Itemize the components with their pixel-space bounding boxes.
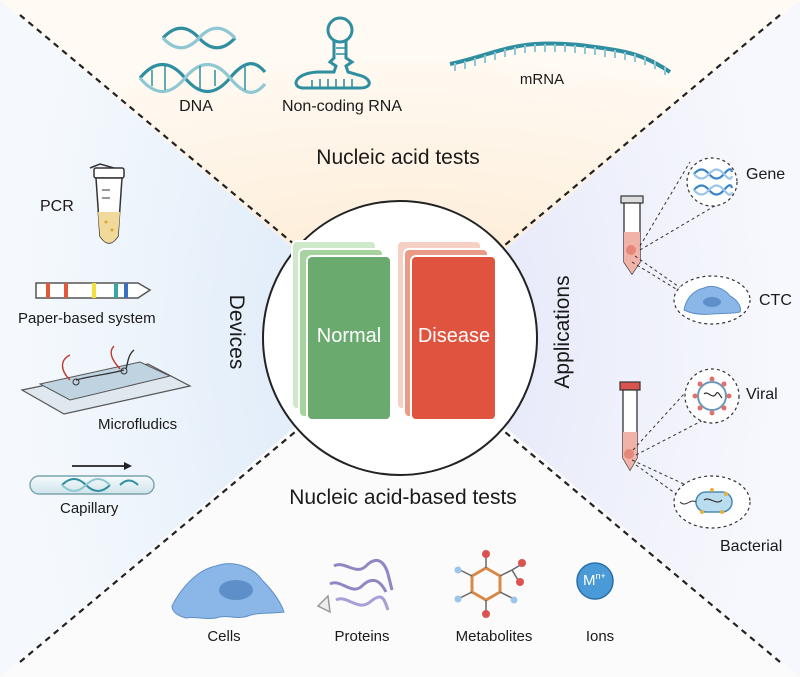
- dna-helix-icon: [138, 26, 267, 94]
- dashed-dividers: [19, 14, 781, 663]
- non-coding-rna-label: Non-coding RNA: [281, 98, 403, 115]
- normal-label: Normal: [316, 325, 382, 347]
- nucleic-acid-based-tests-title: Nucleic acid-based tests: [289, 486, 517, 509]
- disease-label: Disease: [417, 325, 491, 347]
- capillary-icon: [29, 462, 155, 495]
- applications-title: Applications: [551, 275, 574, 389]
- capillary-label: Capillary: [60, 500, 119, 517]
- ctc-cell-icon: [673, 275, 751, 325]
- cells-label: Cells: [207, 628, 241, 645]
- paper-based-system-label: Paper-based system: [18, 310, 156, 327]
- nucleic-acid-tests-title: Nucleic acid tests: [316, 146, 480, 169]
- metabolite-icon: [454, 550, 526, 618]
- viral-label: Viral: [746, 386, 778, 403]
- normal-cards: [291, 240, 392, 421]
- hairpin-rna-icon: [294, 16, 371, 90]
- ion-symbol-text: Mn+: [583, 571, 606, 589]
- bacterium-icon: [673, 475, 751, 529]
- gene-label: Gene: [746, 166, 786, 183]
- proteins-label: Proteins: [334, 628, 390, 645]
- disease-cards: [396, 240, 497, 421]
- bacterial-label: Bacterial: [720, 538, 783, 555]
- protein-icon: [316, 558, 394, 614]
- cell-icon: [171, 563, 285, 620]
- mrna-strand-icon: [449, 41, 672, 75]
- ctc-label: CTC: [759, 292, 792, 309]
- pcr-label: PCR: [40, 198, 74, 215]
- mrna-label: mRNA: [519, 71, 565, 88]
- metabolites-label: Metabolites: [455, 628, 533, 645]
- pcr-tube-icon: [89, 163, 125, 244]
- microfludics-label: Microfludics: [98, 416, 178, 433]
- gene-icon: [686, 157, 738, 207]
- microfluidic-chip-icon: [20, 345, 192, 415]
- ions-label: Ions: [585, 628, 615, 645]
- devices-title: Devices: [225, 294, 248, 370]
- paper-strip-icon: [35, 282, 152, 299]
- virus-icon: [684, 368, 740, 424]
- ion-icon: [576, 562, 614, 600]
- dna-label: DNA: [179, 98, 213, 115]
- sample-tube-icon: [619, 381, 641, 472]
